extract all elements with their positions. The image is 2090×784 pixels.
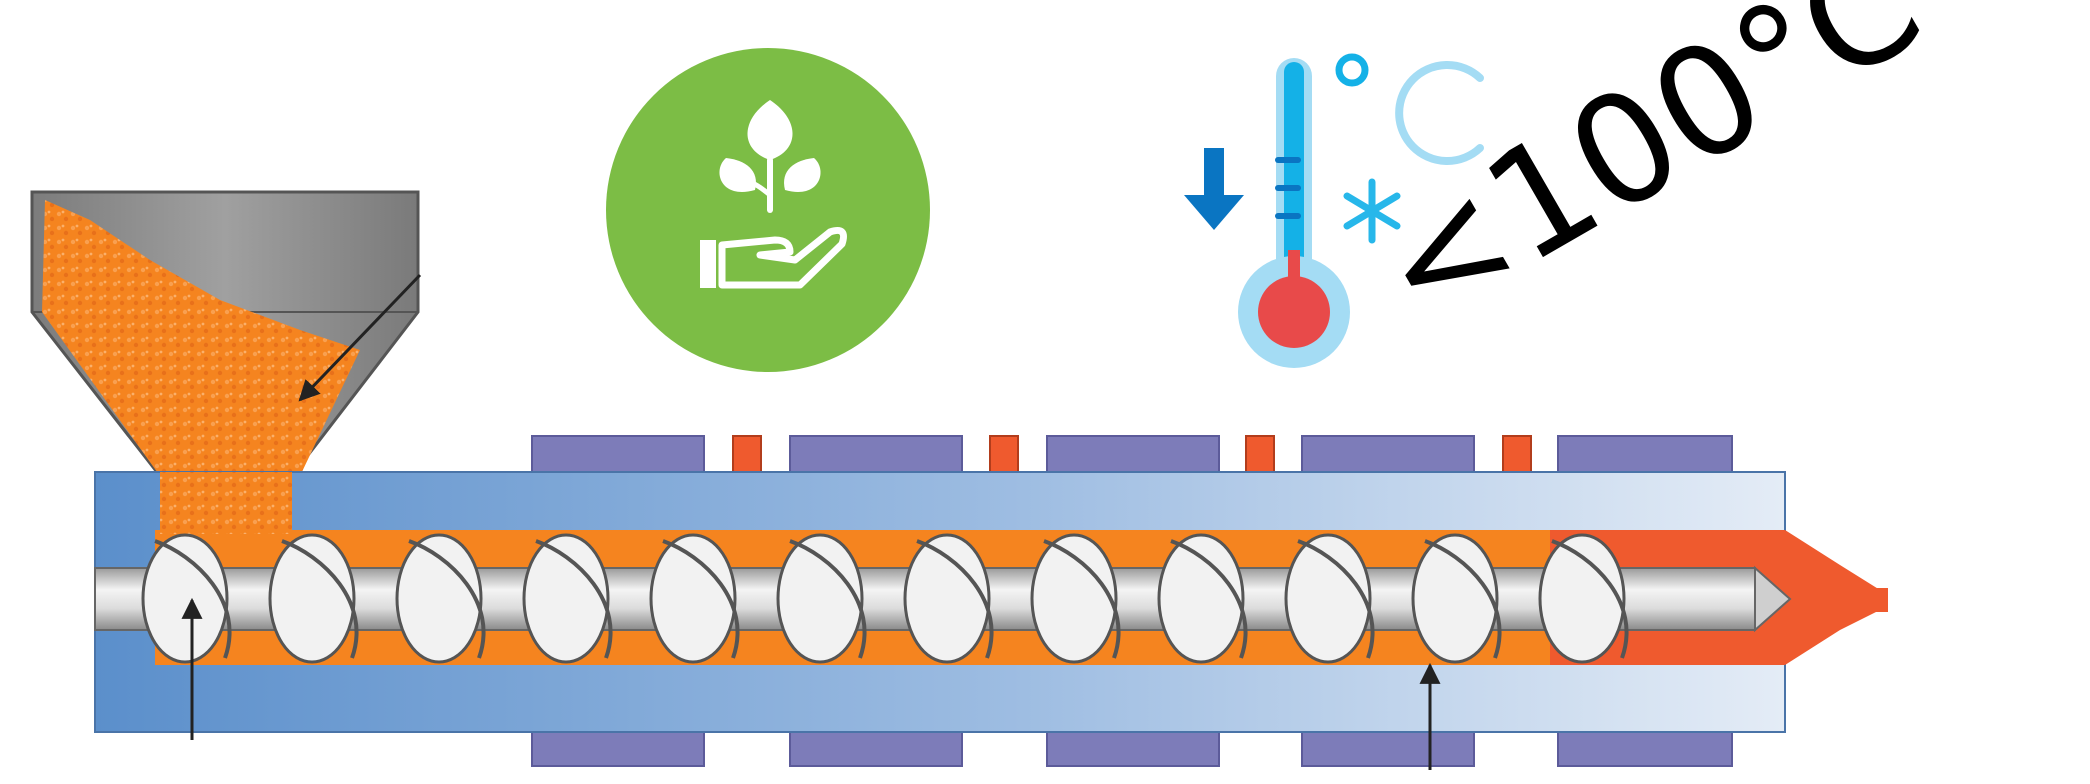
screw-flight xyxy=(268,533,356,664)
heater-bands-top xyxy=(531,435,1733,475)
screw-flight xyxy=(1030,533,1118,664)
screw-flight xyxy=(1157,533,1245,664)
screw-flight-edge xyxy=(154,539,232,659)
screw-flight-edge xyxy=(662,539,740,659)
screw xyxy=(94,533,1792,664)
screw-flight-edge xyxy=(916,539,994,659)
screw-flight-edge xyxy=(408,539,486,659)
screw-flight xyxy=(1538,533,1626,664)
screw-flight xyxy=(1284,533,1372,664)
thermometer-icon xyxy=(1238,58,1350,368)
screw-flight-edge xyxy=(1297,539,1375,659)
screw-flight xyxy=(141,533,229,664)
screw-flight-edge xyxy=(1043,539,1121,659)
hopper xyxy=(30,190,422,478)
screw-flight xyxy=(903,533,991,664)
plant-in-hand-icon xyxy=(606,48,930,372)
heater-bands-bottom xyxy=(531,729,1733,767)
screw-flight-edge xyxy=(535,539,613,659)
screw-flight-edge xyxy=(281,539,359,659)
screw-flight-edge xyxy=(789,539,867,659)
screw-flight xyxy=(395,533,483,664)
screw-flight-edge xyxy=(1424,539,1502,659)
screw-flight xyxy=(776,533,864,664)
snowflake-icon xyxy=(1343,178,1401,244)
screw-flight-edge xyxy=(1551,539,1629,659)
nozzle xyxy=(1785,530,1888,665)
screw-flight-edge xyxy=(1170,539,1248,659)
screw-flight xyxy=(649,533,737,664)
pointer-arrows xyxy=(181,597,1441,770)
screw-flight xyxy=(522,533,610,664)
down-arrow-icon xyxy=(1184,148,1244,230)
screw-flight xyxy=(1411,533,1499,664)
degree-celsius-icon xyxy=(1335,53,1484,165)
